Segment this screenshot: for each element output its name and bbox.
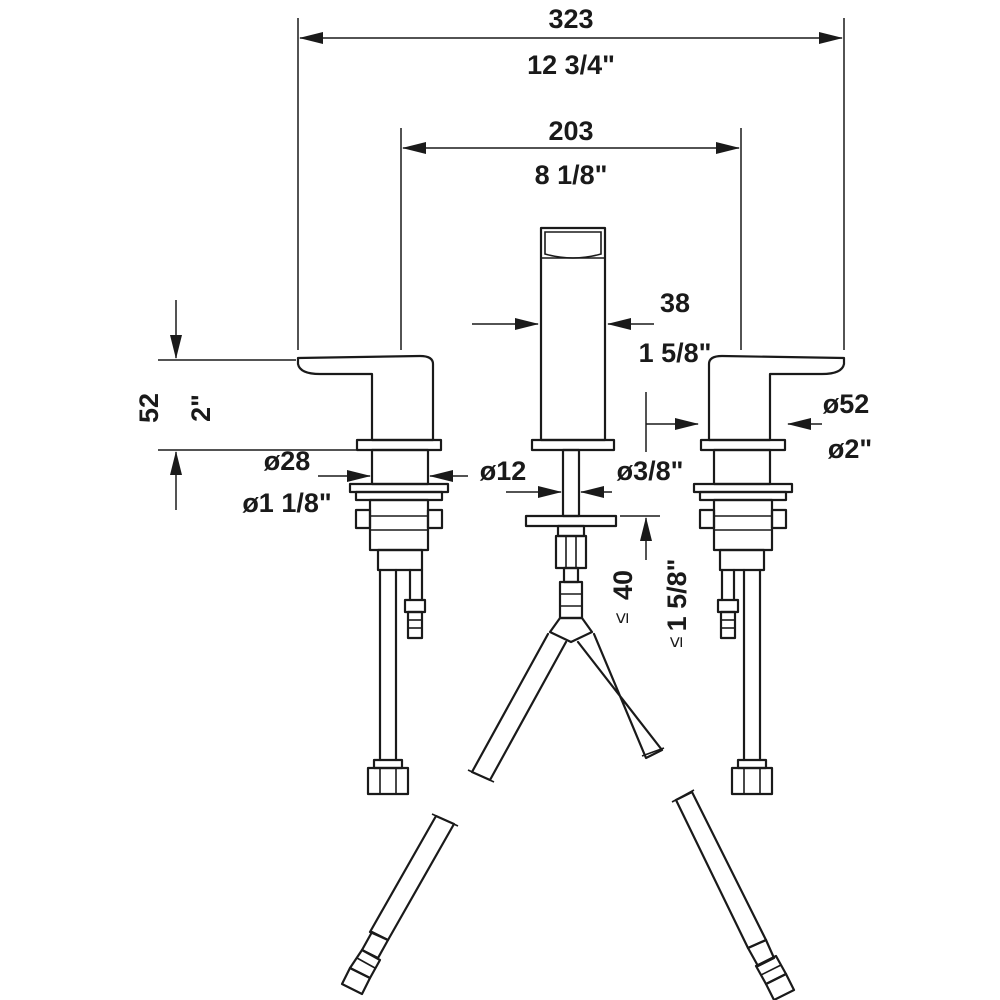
handle-dia-in: ø2"	[828, 434, 872, 464]
dimension-handle-height: 52 2"	[134, 300, 356, 510]
right-handle-valve	[692, 354, 846, 796]
left-handle-valve	[296, 354, 450, 796]
overall-width-mm: 323	[548, 4, 593, 34]
dimension-overall-width: 323 12 3/4"	[297, 4, 845, 350]
dimension-spout-shank-diameter: ø12 ø3/8"	[480, 456, 684, 498]
dimension-center-width: 203 8 1/8"	[400, 116, 742, 350]
deck-thickness-prefix-in: ≤	[665, 636, 687, 647]
center-width-in: 8 1/8"	[535, 160, 608, 190]
dimension-spout-width: 38 1 5/8"	[472, 288, 711, 368]
spout-width-in: 1 5/8"	[639, 338, 712, 368]
shank-dia-mm: ø28	[264, 446, 311, 476]
handle-dia-mm: ø52	[823, 389, 870, 419]
center-width-mm: 203	[548, 116, 593, 146]
overall-width-in: 12 3/4"	[527, 50, 615, 80]
spout-width-mm: 38	[660, 288, 690, 318]
right-supply-hose-lower	[671, 789, 796, 1000]
dimension-shank-diameter: ø28 ø1 1/8"	[242, 446, 468, 518]
deck-thickness-in: 1 5/8"	[662, 559, 692, 632]
spout-shank-dia-in: ø3/8"	[617, 456, 684, 486]
dimension-handle-diameter: ø52 ø2"	[645, 389, 872, 464]
dimension-deck-thickness: 40 ≤ 1 5/8" ≤	[608, 515, 692, 647]
shank-dia-in: ø1 1/8"	[242, 488, 331, 518]
handle-height-in: 2"	[186, 394, 216, 422]
left-supply-hose-lower	[340, 813, 459, 996]
deck-thickness-mm: 40	[608, 570, 638, 600]
spout-shank-dia-mm: ø12	[480, 456, 527, 486]
spout-assembly	[467, 226, 665, 783]
deck-thickness-prefix-mm: ≤	[611, 612, 633, 623]
handle-height-mm: 52	[134, 393, 164, 423]
